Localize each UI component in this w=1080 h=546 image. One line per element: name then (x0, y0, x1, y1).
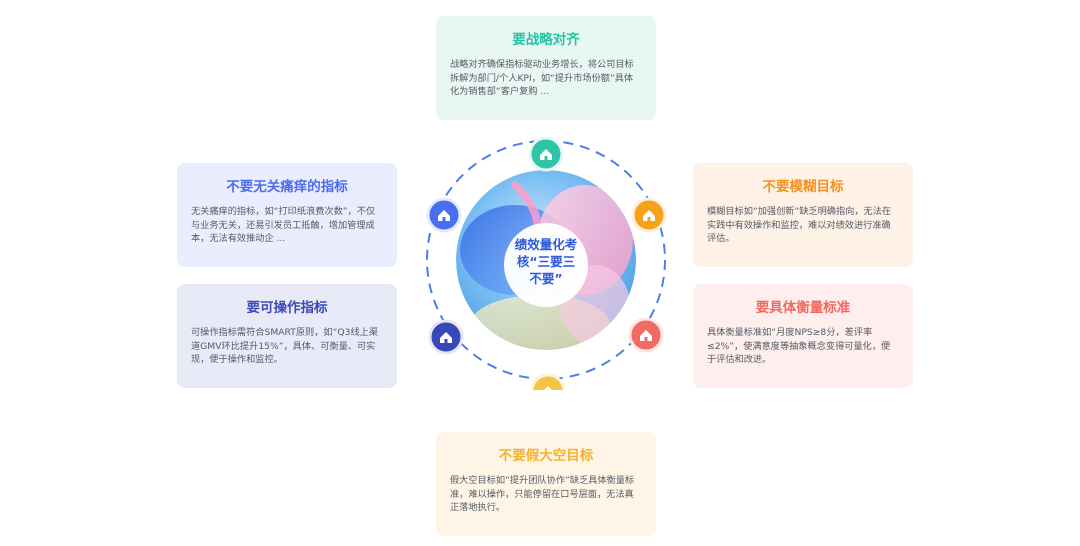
card-body: 战略对齐确保指标驱动业务增长，将公司目标拆解为部门/个人KPI，如“提升市场份额… (450, 59, 634, 97)
card-body: 假大空目标如“提升团队协作”缺乏具体衡量标准，难以操作，只能停留在口号层面，无法… (450, 475, 635, 513)
card-title: 要可操作指标 (246, 300, 328, 316)
card-title: 要具体衡量标准 (755, 300, 851, 316)
card-title: 不要假大空目标 (498, 448, 594, 464)
card-no-empty-goals: 不要假大空目标 假大空目标如“提升团队协作”缺乏具体衡量标准，难以操作，只能停留… (436, 432, 656, 536)
node-right-top (631, 197, 667, 233)
home-icon (440, 332, 452, 343)
card-no-irrelevant-metrics: 不要无关痛痒的指标 无关痛痒的指标，如“打印纸浪费次数”，不仅与业务无关，还易引… (177, 163, 397, 267)
node-left-top (426, 197, 462, 233)
center-title-line2: 核“三要三 (516, 254, 576, 269)
card-body: 无关痛痒的指标，如“打印纸浪费次数”，不仅与业务无关，还易引发员工抵触，增加管理… (191, 206, 376, 244)
node-top (528, 136, 564, 172)
node-bottom (530, 373, 566, 390)
node-left-bottom (428, 319, 464, 355)
card-title: 不要无关痛痒的指标 (226, 179, 348, 195)
card-body: 具体衡量标准如“月度NPS≥8分，差评率≤2%”，使满意度等抽象概念变得可量化，… (707, 327, 891, 365)
center-title: 绩效量化考 核“三要三 不要” (507, 236, 585, 296)
card-body: 模糊目标如“加强创新”缺乏明确指向，无法在实践中有效操作和监控，难以对绩效进行准… (707, 206, 892, 244)
center-title-line3: 不要” (529, 271, 563, 286)
home-icon (640, 330, 652, 341)
card-no-vague-goals: 不要模糊目标 模糊目标如“加强创新”缺乏明确指向，无法在实践中有效操作和监控，难… (693, 163, 913, 267)
center-disk (504, 223, 588, 307)
home-icon (643, 210, 655, 221)
center-diagram (426, 136, 667, 390)
node-right-bottom (628, 317, 664, 353)
card-body: 可操作指标需符合SMART原则，如“Q3线上渠道GMV环比提升15%”，具体、可… (191, 327, 379, 365)
home-icon (438, 210, 450, 221)
card-title: 要战略对齐 (512, 32, 580, 48)
card-title: 不要模糊目标 (762, 179, 844, 195)
home-icon (540, 149, 552, 160)
center-title-line1: 绩效量化考 (514, 237, 578, 252)
dashed-orbit (426, 140, 666, 380)
card-strategy-alignment: 要战略对齐 战略对齐确保指标驱动业务增长，将公司目标拆解为部门/个人KPI，如“… (436, 16, 656, 120)
home-icon (544, 386, 552, 390)
card-concrete-standards: 要具体衡量标准 具体衡量标准如“月度NPS≥8分，差评率≤2%”，使满意度等抽象… (693, 284, 913, 388)
card-actionable-metrics: 要可操作指标 可操作指标需符合SMART原则，如“Q3线上渠道GMV环比提升15… (177, 284, 397, 388)
